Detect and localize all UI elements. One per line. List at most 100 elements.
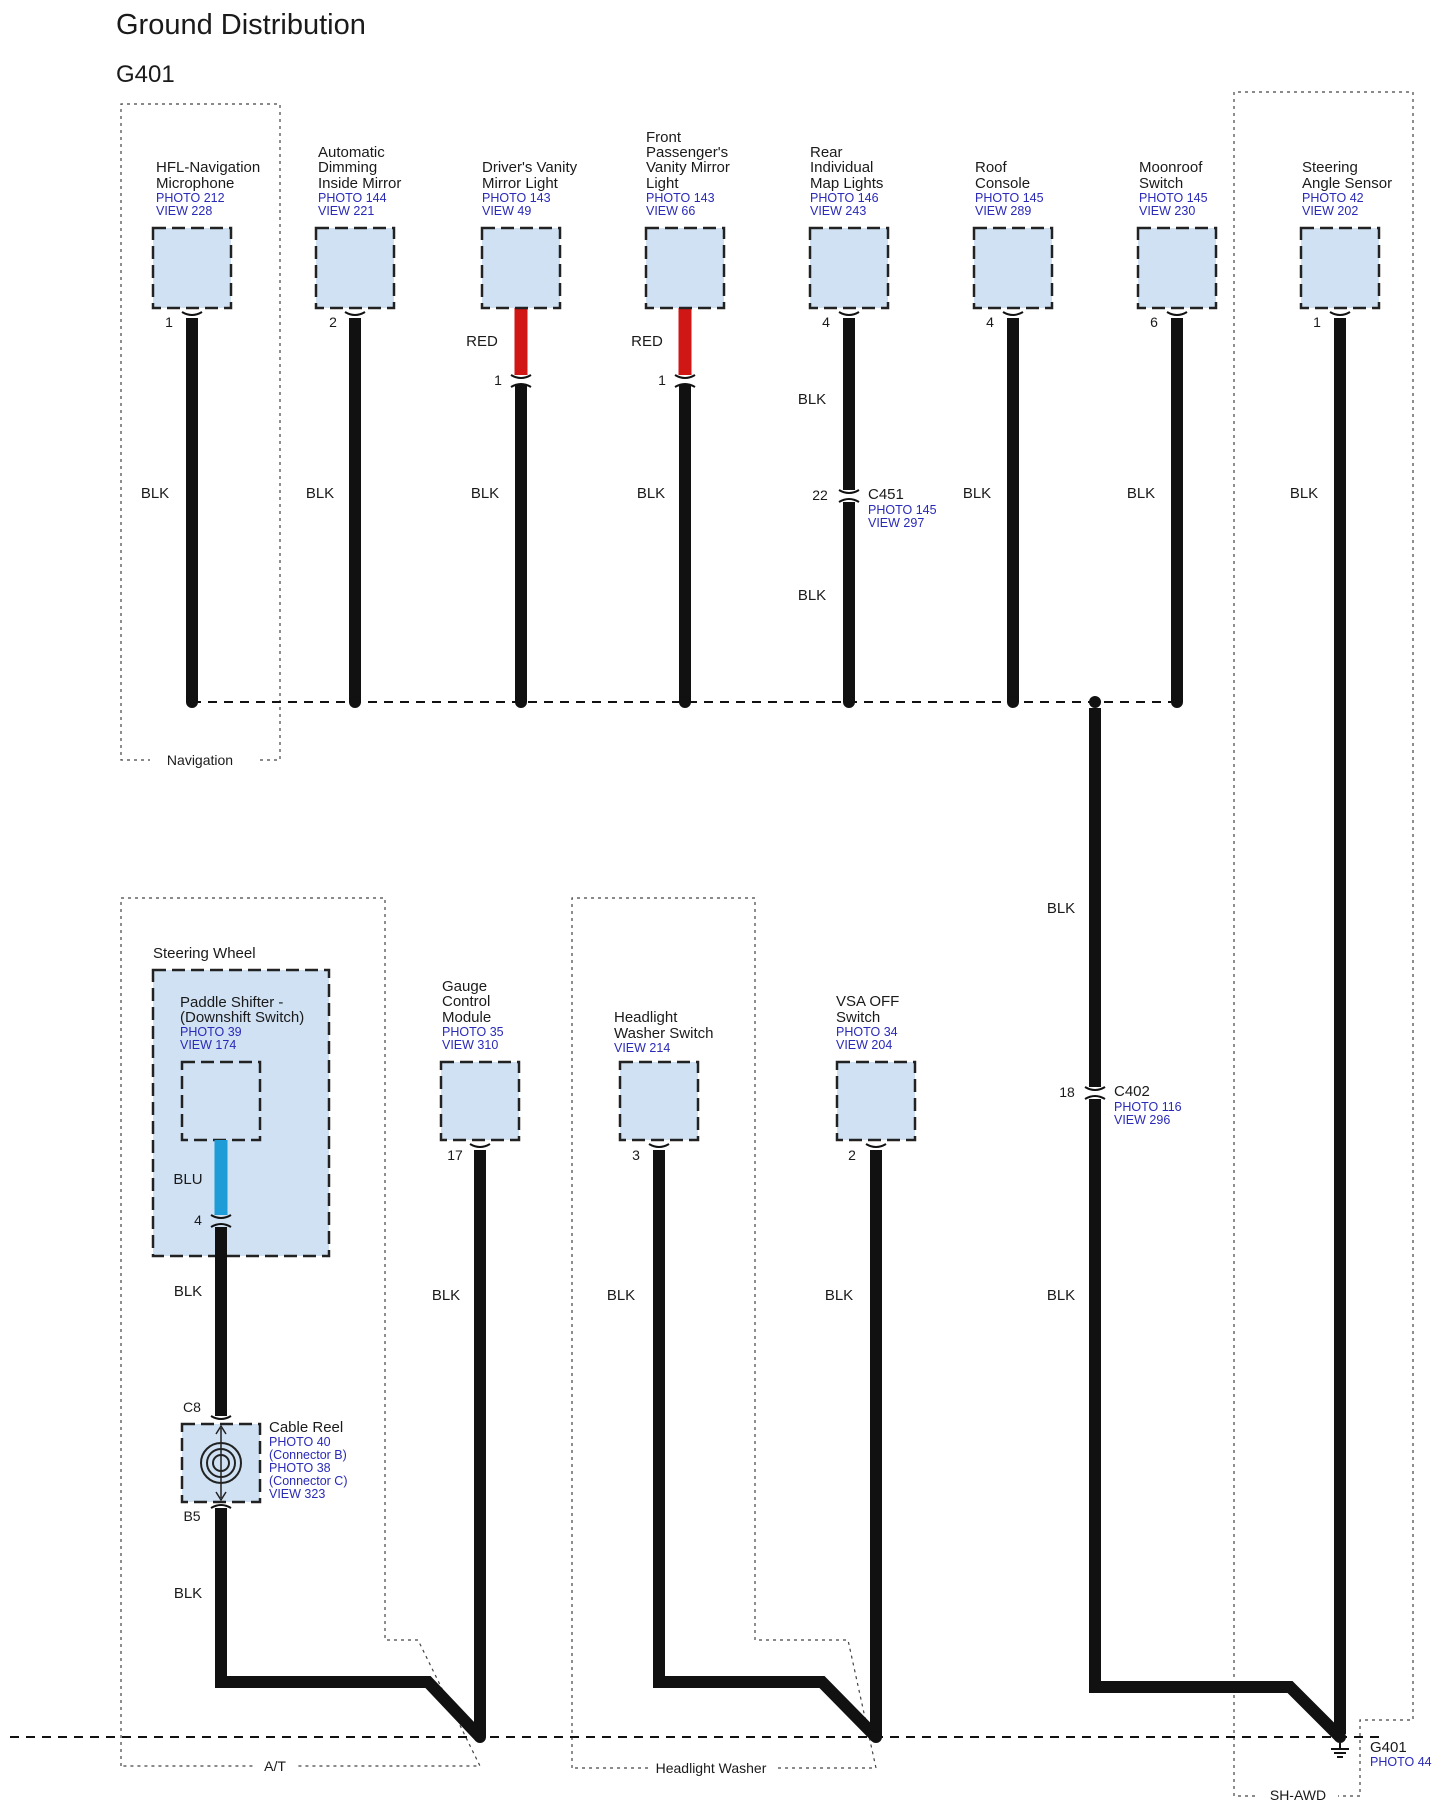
cable-reel-arrow-down xyxy=(215,1491,227,1502)
component-name-line: Module xyxy=(442,1009,491,1026)
wire-label: BLK xyxy=(798,587,826,604)
pin-number: 1 xyxy=(165,314,173,330)
component-passenger-vanity-mirror-light: Front Passenger's Vanity Mirror Light PH… xyxy=(631,129,730,708)
component-name-line: Vanity Mirror xyxy=(646,159,730,176)
splice-point xyxy=(349,696,361,708)
splice-point xyxy=(870,1731,882,1743)
splice-point xyxy=(1171,696,1183,708)
component-box xyxy=(835,1060,917,1142)
component-name-line: Switch xyxy=(1139,175,1183,192)
view-ref[interactable]: VIEW 214 xyxy=(614,1041,670,1055)
component-name-line: Control xyxy=(442,993,490,1010)
pin-number: 6 xyxy=(1150,314,1158,330)
component-box xyxy=(644,226,726,310)
component-box xyxy=(1299,226,1381,310)
photo-ref[interactable]: PHOTO 39 xyxy=(180,1025,242,1039)
page-title: Ground Distribution xyxy=(116,9,366,41)
wire-label: BLK xyxy=(174,1283,202,1300)
splice-point xyxy=(679,696,691,708)
photo-ref[interactable]: PHOTO 146 xyxy=(810,191,879,205)
photo-ref[interactable]: PHOTO 34 xyxy=(836,1025,898,1039)
navigation-label-bg xyxy=(150,750,260,770)
component-name-line: (Downshift Switch) xyxy=(180,1009,304,1026)
photo-ref[interactable]: PHOTO 145 xyxy=(975,191,1044,205)
component-box xyxy=(151,226,233,310)
component-moonroof-switch: Moonroof Switch PHOTO 145 VIEW 230 6 BLK xyxy=(1127,159,1218,708)
photo-ref[interactable]: PHOTO 145 xyxy=(1139,191,1208,205)
navigation-group-label: Navigation xyxy=(167,752,233,768)
component-box xyxy=(314,226,396,310)
view-ref[interactable]: VIEW 204 xyxy=(836,1038,892,1052)
component-headlight-washer-switch: Headlight Washer Switch VIEW 214 3 BLK xyxy=(607,1009,881,1742)
pin-marker xyxy=(674,374,696,379)
component-name-line: Moonroof xyxy=(1139,159,1203,176)
headlight-washer-label-bg xyxy=(648,1758,774,1778)
wire-label: BLK xyxy=(963,485,991,502)
wire-label: BLK xyxy=(141,485,169,502)
component-name-line: Map Lights xyxy=(810,175,883,192)
view-ref[interactable]: VIEW 296 xyxy=(1114,1113,1170,1127)
component-name-line: Roof xyxy=(975,159,1008,176)
wire-label-red: RED xyxy=(631,333,663,350)
photo-ref[interactable]: PHOTO 143 xyxy=(482,191,551,205)
ground-g401: G401 PHOTO 44 xyxy=(1331,1731,1432,1769)
photo-ref[interactable]: PHOTO 143 xyxy=(646,191,715,205)
pin-marker xyxy=(210,1223,232,1228)
photo-ref[interactable]: PHOTO 42 xyxy=(1302,191,1364,205)
pin-number: 2 xyxy=(329,314,337,330)
component-roof-console: Roof Console PHOTO 145 VIEW 289 4 BLK xyxy=(963,159,1054,708)
view-ref[interactable]: VIEW 202 xyxy=(1302,204,1358,218)
view-ref[interactable]: VIEW 230 xyxy=(1139,204,1195,218)
view-ref[interactable]: VIEW 49 xyxy=(482,204,531,218)
c402-trunk: BLK 18 C402 PHOTO 116 VIEW 296 BLK xyxy=(1047,696,1345,1742)
page-subtitle: G401 xyxy=(116,61,175,88)
view-ref[interactable]: VIEW 174 xyxy=(180,1038,236,1052)
component-name-line: Rear xyxy=(810,144,843,161)
component-name-line: Individual xyxy=(810,159,873,176)
connector-ref: (Connector B) xyxy=(269,1448,347,1462)
photo-ref[interactable]: PHOTO 40 xyxy=(269,1435,331,1449)
ground-name: G401 xyxy=(1370,1739,1407,1756)
connector-marker xyxy=(838,489,860,494)
view-ref[interactable]: VIEW 323 xyxy=(269,1487,325,1501)
component-name-line: Headlight xyxy=(614,1009,678,1026)
component-box xyxy=(618,1060,700,1142)
component-gauge-control-module: Gauge Control Module PHOTO 35 VIEW 310 1… xyxy=(432,978,521,1743)
photo-ref[interactable]: PHOTO 44 xyxy=(1370,1755,1432,1769)
photo-ref[interactable]: PHOTO 144 xyxy=(318,191,387,205)
photo-ref[interactable]: PHOTO 145 xyxy=(868,503,937,517)
component-name-line: Light xyxy=(646,175,679,192)
pin-number: 3 xyxy=(632,1147,640,1163)
component-name-line: Angle Sensor xyxy=(1302,175,1392,192)
sh-awd-label-bg xyxy=(1258,1786,1338,1806)
photo-ref[interactable]: PHOTO 38 xyxy=(269,1461,331,1475)
wire-label: BLK xyxy=(174,1585,202,1602)
cable-reel-icon xyxy=(200,1442,242,1484)
photo-ref[interactable]: PHOTO 35 xyxy=(442,1025,504,1039)
sh-awd-group-label: SH-AWD xyxy=(1270,1787,1326,1803)
component-auto-dimming-mirror: Automatic Dimming Inside Mirror PHOTO 14… xyxy=(306,144,401,708)
cable-reel-arrow-up xyxy=(215,1424,227,1435)
pin-marker xyxy=(344,311,366,316)
pin-marker xyxy=(469,1143,491,1148)
pin-marker xyxy=(648,1143,670,1148)
view-ref[interactable]: VIEW 297 xyxy=(868,516,924,530)
view-ref[interactable]: VIEW 289 xyxy=(975,204,1031,218)
pin-marker xyxy=(210,1504,232,1509)
component-name-line: Mirror Light xyxy=(482,175,559,192)
photo-ref[interactable]: PHOTO 212 xyxy=(156,191,225,205)
view-ref[interactable]: VIEW 66 xyxy=(646,204,695,218)
component-box xyxy=(480,226,562,310)
view-ref[interactable]: VIEW 228 xyxy=(156,204,212,218)
splice-point xyxy=(515,696,527,708)
view-ref[interactable]: VIEW 221 xyxy=(318,204,374,218)
pin-marker xyxy=(1166,311,1188,316)
photo-ref[interactable]: PHOTO 116 xyxy=(1114,1100,1182,1114)
component-name-line: Dimming xyxy=(318,159,377,176)
splice-point xyxy=(186,696,198,708)
component-name-line: Driver's Vanity xyxy=(482,159,578,176)
view-ref[interactable]: VIEW 310 xyxy=(442,1038,498,1052)
view-ref[interactable]: VIEW 243 xyxy=(810,204,866,218)
wire-label-red: RED xyxy=(466,333,498,350)
pin-marker xyxy=(181,311,203,316)
